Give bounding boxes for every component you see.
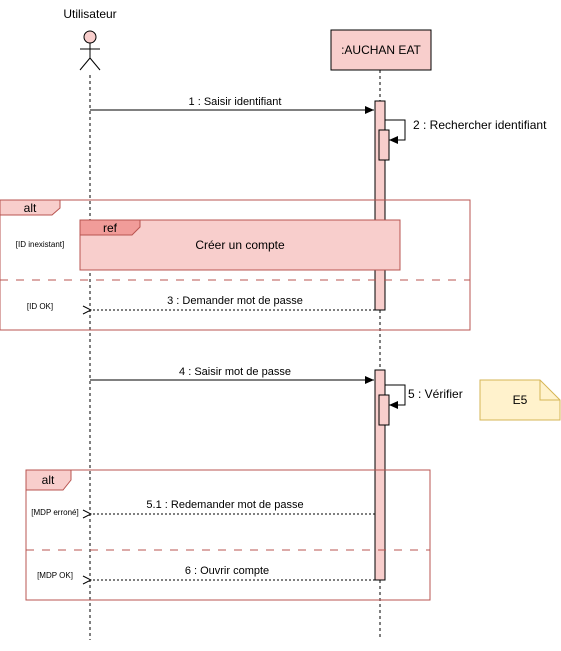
- message-4-label: 4 : Saisir mot de passe: [179, 366, 291, 378]
- note-e5: E5: [479, 379, 561, 421]
- message-5-label: 5 : Vérifier: [408, 387, 463, 401]
- activation-bar-2-nested: [378, 394, 390, 426]
- alt-1-label: alt: [24, 201, 37, 215]
- message-6-label: 6 : Ouvrir compte: [185, 565, 269, 577]
- message-2-label: 2 : Rechercher identifiant: [413, 118, 547, 132]
- system-actor: :AUCHAN EAT: [330, 29, 432, 71]
- user-actor: Utilisateur: [63, 7, 117, 71]
- stick-figure-icon: [79, 30, 101, 71]
- alt-2-label: alt: [42, 473, 55, 487]
- message-5-1-label: 5.1 : Redemander mot de passe: [146, 499, 303, 511]
- system-actor-label: :AUCHAN EAT: [341, 43, 421, 57]
- activation-bar-1: [374, 100, 386, 311]
- alt-2-guard-1: [MDP erroné]: [31, 508, 78, 517]
- alt-1-guard-2: [ID OK]: [27, 302, 53, 311]
- alt-fragment-2: alt [MDP erroné] [MDP OK]: [25, 469, 431, 601]
- activation-bar-1-nested: [378, 129, 390, 161]
- message-5-arrow: [385, 384, 406, 409]
- alt-1-guard-1: [ID inexistant]: [16, 240, 64, 249]
- ref-text: Créer un compte: [195, 238, 285, 252]
- message-2-arrow: [385, 119, 406, 144]
- activation-bar-2: [374, 369, 386, 581]
- message-1-label: 1 : Saisir identifiant: [189, 96, 282, 108]
- ref-fragment: ref Créer un compte: [79, 219, 401, 271]
- ref-label: ref: [103, 221, 118, 235]
- user-actor-label: Utilisateur: [63, 7, 116, 21]
- alt-2-guard-2: [MDP OK]: [37, 571, 73, 580]
- note-text: E5: [513, 393, 528, 407]
- alt-fragment-1: alt [ID inexistant] [ID OK]: [0, 199, 471, 331]
- message-3-label: 3 : Demander mot de passe: [167, 295, 303, 307]
